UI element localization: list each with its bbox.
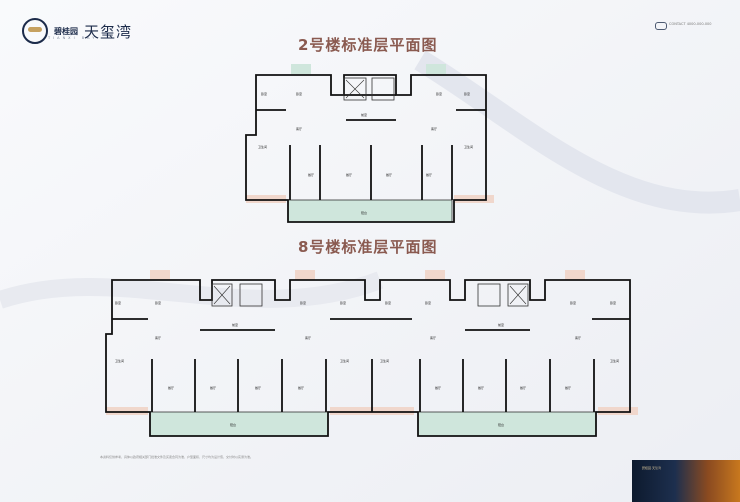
corner-image: 碧桂园·天玺湾 [632, 460, 740, 502]
label-l3: 客厅 [430, 335, 436, 340]
balcony-far-left [106, 407, 148, 415]
label-h2: 前室 [498, 322, 504, 327]
label-w2: 卫生间 [340, 358, 349, 363]
label-l2: 客厅 [305, 335, 311, 340]
label-b5: 卧室 [385, 300, 391, 305]
balcony-far-right [598, 407, 638, 415]
label-d4: 餐厅 [298, 385, 304, 390]
elevator-a [211, 283, 233, 307]
label-dining: 餐厅 [308, 172, 314, 177]
corner-text: 碧桂园·天玺湾 [642, 466, 661, 470]
balcony-left [246, 195, 286, 203]
balcony-top-1 [150, 270, 170, 280]
walls-8 [105, 279, 631, 437]
label-d8: 餐厅 [565, 385, 571, 390]
label-bedroom-2: 卧室 [296, 91, 302, 96]
label-bath-2: 卫生间 [464, 144, 473, 149]
balcony-top-right [426, 64, 446, 74]
brand-subtitle: TIANXI BAY [48, 36, 98, 40]
label-d5: 餐厅 [435, 385, 441, 390]
stair-a [239, 283, 263, 307]
balcony-top-3 [425, 270, 445, 280]
phone-icon [655, 22, 667, 30]
label-b6: 卧室 [425, 300, 431, 305]
label-balcony: 阳台 [361, 210, 367, 215]
label-d2: 餐厅 [210, 385, 216, 390]
label-b3: 卧室 [300, 300, 306, 305]
label-b8: 卧室 [610, 300, 616, 305]
stair-b [477, 283, 501, 307]
plan-title-2: 2号楼标准层平面图 [298, 36, 438, 54]
project-name: 天玺湾 [84, 22, 133, 41]
floor-plan-2: 卧室 卧室 卧室 卧室 客厅 客厅 卫生间 卫生间 餐厅 餐厅 餐厅 餐厅 前室… [245, 64, 494, 223]
logo-icon [22, 18, 48, 44]
stair [371, 77, 395, 101]
balcony-top-left [291, 64, 311, 74]
contact-info: CONTACT 4000-000-000 [655, 22, 720, 30]
disclaimer: 本资料仅供参考，具体以政府相关部门批准文件及买卖合同为准，户型面积、尺寸均为设计… [100, 455, 254, 459]
elevator-b [507, 283, 529, 307]
label-l1: 客厅 [155, 335, 161, 340]
label-living-2: 客厅 [431, 126, 437, 131]
label-bath: 卫生间 [258, 144, 267, 149]
label-d3: 餐厅 [255, 385, 261, 390]
label-d7: 餐厅 [520, 385, 526, 390]
label-b2: 卧室 [155, 300, 161, 305]
room-labels: 卧室 卧室 卧室 卧室 客厅 客厅 卫生间 卫生间 餐厅 餐厅 餐厅 餐厅 前室… [258, 91, 473, 215]
label-dining-2: 餐厅 [346, 172, 352, 177]
brand-cn: 碧桂园 [54, 26, 78, 36]
label-living: 客厅 [296, 126, 302, 131]
label-t2: 阳台 [498, 422, 504, 427]
label-bedroom: 卧室 [261, 91, 267, 96]
label-d6: 餐厅 [478, 385, 484, 390]
floor-plan-8: 卧室 卧室 卧室 卧室 卧室 卧室 卧室 卧室 客厅 客厅 客厅 客厅 卫生间 … [105, 270, 638, 437]
label-w4: 卫生间 [610, 358, 619, 363]
contact-text: CONTACT 4000-000-000 [669, 22, 712, 26]
brand-logo: 碧桂园 天玺湾 [22, 18, 132, 44]
label-hall: 前室 [361, 112, 367, 117]
terrace [287, 199, 453, 223]
label-b4: 卧室 [340, 300, 346, 305]
label-b7: 卧室 [570, 300, 576, 305]
label-l4: 客厅 [575, 335, 581, 340]
label-dining-4: 餐厅 [426, 172, 432, 177]
terrace-left [149, 411, 329, 437]
balcony-right [454, 195, 494, 203]
balcony-top-4 [565, 270, 585, 280]
label-t1: 阳台 [230, 422, 236, 427]
label-w1: 卫生间 [115, 358, 124, 363]
label-w3: 卫生间 [380, 358, 389, 363]
label-dining-3: 餐厅 [386, 172, 392, 177]
label-h1: 前室 [232, 322, 238, 327]
label-bedroom-4: 卧室 [464, 91, 470, 96]
label-d1: 餐厅 [168, 385, 174, 390]
elevator [343, 77, 367, 101]
terrace-right [417, 411, 597, 437]
label-b1: 卧室 [115, 300, 121, 305]
balcony-top-2 [295, 270, 315, 280]
label-bedroom-3: 卧室 [436, 91, 442, 96]
plan-title-8: 8号楼标准层平面图 [298, 238, 438, 256]
room-labels-8: 卧室 卧室 卧室 卧室 卧室 卧室 卧室 卧室 客厅 客厅 客厅 客厅 卫生间 … [115, 300, 619, 427]
